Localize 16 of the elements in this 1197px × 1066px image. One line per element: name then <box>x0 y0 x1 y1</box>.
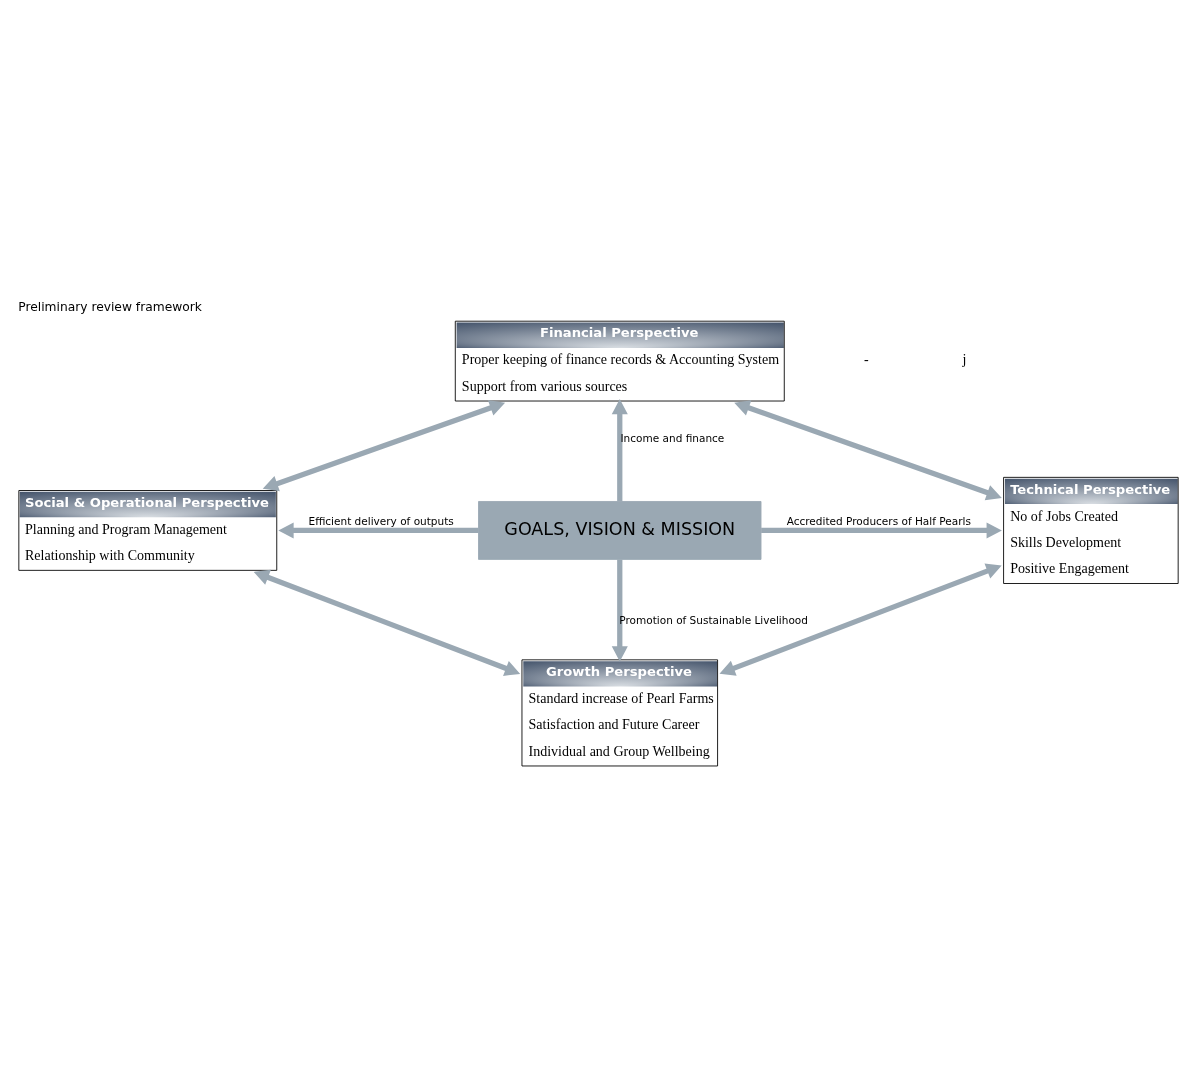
edge-label: Promotion of Sustainable Livelihood <box>619 613 808 626</box>
diagram-title: Preliminary review framework <box>18 299 202 314</box>
label: j <box>962 350 967 367</box>
edge-label: Income and finance <box>620 431 725 444</box>
arrow <box>611 398 628 501</box>
node-box: GOALS, VISION & MISSION <box>478 500 762 560</box>
label: - <box>863 350 869 367</box>
arrow <box>611 559 628 662</box>
edge-label: Accredited Producers of Half Pearls <box>786 514 971 527</box>
arrow <box>719 563 1002 676</box>
edge-label: Efficient delivery of outputs <box>308 514 454 527</box>
arrow <box>253 569 521 676</box>
arrow <box>278 521 479 538</box>
arrow <box>734 399 1002 500</box>
arrow <box>262 399 506 491</box>
arrow <box>761 521 1002 538</box>
